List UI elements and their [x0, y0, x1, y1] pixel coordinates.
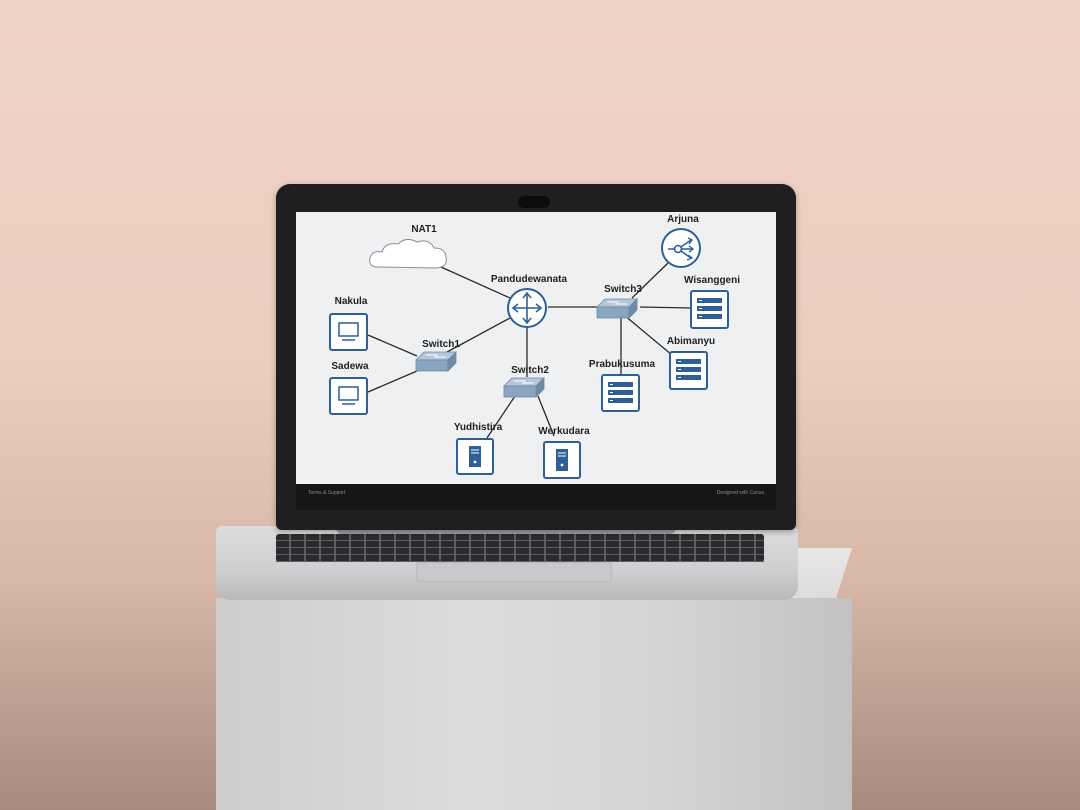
prabukusuma-label: Prabukusuma [589, 359, 656, 370]
presentation-footer: Terms & Support Designed with Canva [296, 484, 776, 510]
prabukusuma-rack-server-icon [601, 374, 640, 412]
nakula-pc-icon [329, 313, 368, 351]
pedestal [216, 598, 852, 810]
router-label: Pandudewanata [491, 274, 568, 285]
link-switch3-abimanyu [623, 314, 673, 356]
nat1-label: NAT1 [411, 224, 437, 235]
werkudara-label: Werkudara [538, 426, 590, 437]
arjuna-label: Arjuna [667, 214, 699, 225]
switch2-label: Switch2 [511, 365, 549, 376]
laptop-hinge [336, 526, 676, 534]
footer-terms-link[interactable]: Terms & Support [308, 490, 346, 496]
yudhistira-server-icon [456, 438, 494, 475]
footer-credit: Designed with Canva [716, 490, 764, 496]
switch1-label: Switch1 [422, 339, 460, 350]
arjuna-load-balancer-icon [661, 228, 701, 268]
link-switch1-nakula [367, 334, 418, 357]
switch3-switch-icon [596, 298, 638, 319]
link-nat1-router [440, 266, 511, 299]
wisanggeni-label: Wisanggeni [684, 275, 740, 286]
laptop-base [216, 526, 798, 600]
link-switch1-sadewa [367, 370, 418, 393]
keyboard [276, 534, 764, 562]
wisanggeni-rack-server-icon [690, 290, 729, 329]
links [367, 262, 692, 439]
router-icon [507, 288, 547, 328]
nat1-cloud-icon [369, 238, 447, 269]
screen: NAT1 Pandudewanata Arjuna [296, 212, 776, 484]
abimanyu-rack-server-icon [669, 351, 708, 390]
laptop-lid: NAT1 Pandudewanata Arjuna [276, 184, 796, 530]
link-switch3-wisanggeni [639, 306, 692, 309]
switch1-switch-icon [415, 351, 457, 372]
nakula-label: Nakula [335, 296, 368, 307]
link-switch2-werkudara [537, 395, 555, 437]
switch2-switch-icon [503, 377, 545, 398]
link-switch2-yudhistira [486, 395, 516, 439]
sadewa-pc-icon [329, 377, 368, 415]
switch3-label: Switch3 [604, 284, 642, 295]
network-diagram: NAT1 Pandudewanata Arjuna [329, 214, 740, 479]
sadewa-label: Sadewa [331, 361, 369, 372]
webcam [518, 196, 550, 208]
trackpad [416, 562, 612, 582]
werkudara-server-icon [543, 441, 581, 479]
link-router-switch1 [435, 317, 511, 359]
yudhistira-label: Yudhistira [454, 422, 503, 433]
abimanyu-label: Abimanyu [667, 336, 715, 347]
link-switch3-arjuna [631, 262, 669, 299]
